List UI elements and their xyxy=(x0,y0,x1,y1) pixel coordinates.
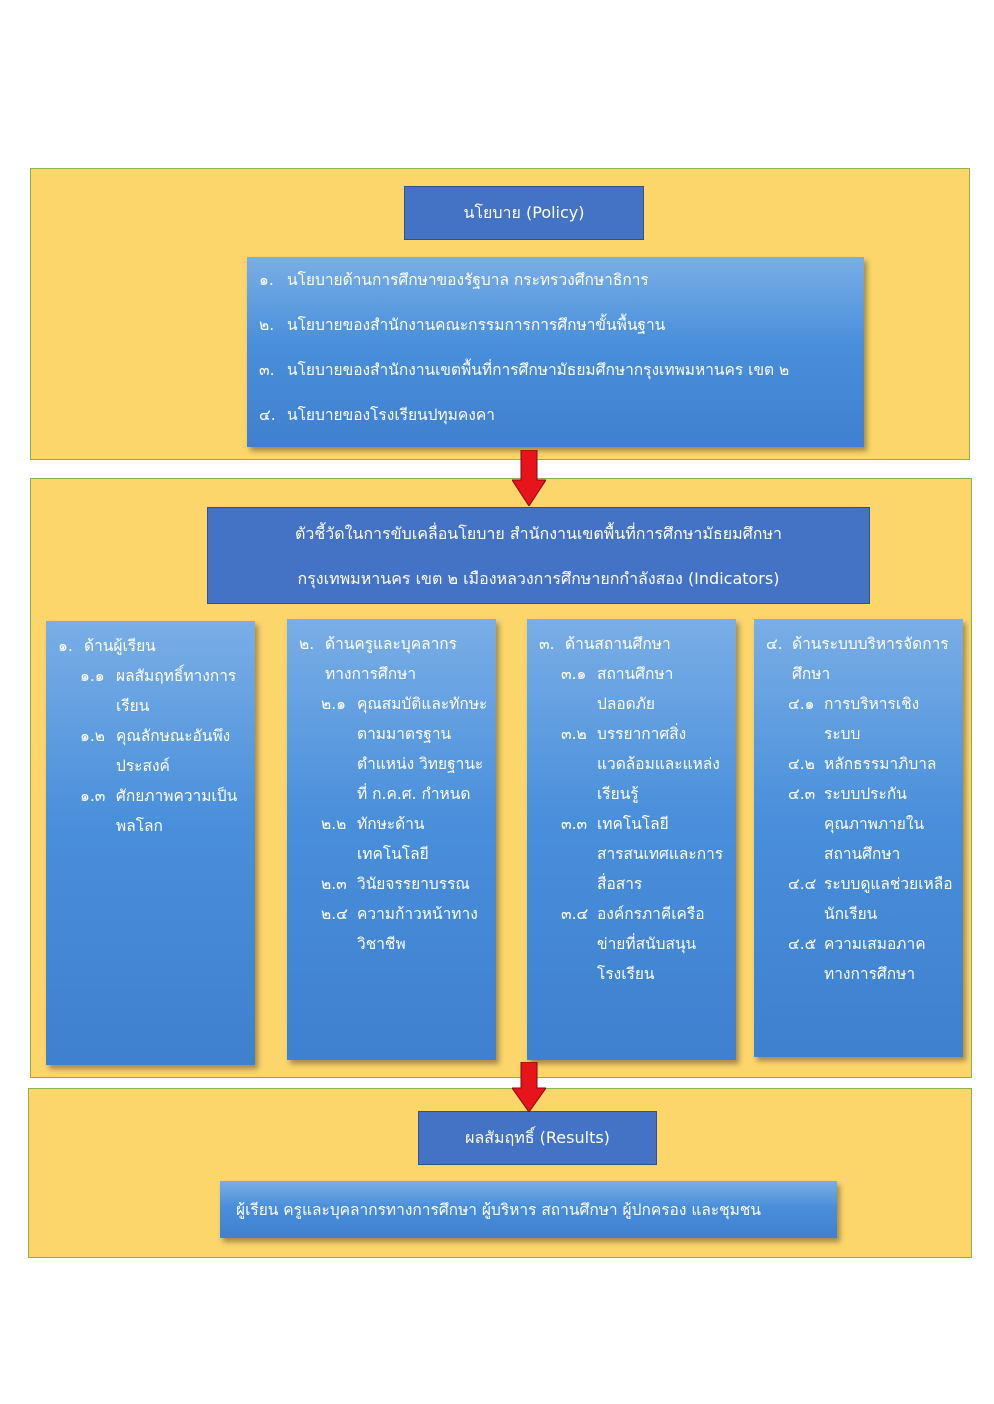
indicator-heading: ๑. ด้านผู้เรียน xyxy=(58,637,156,655)
results-title: ผลสัมฤทธิ์ (Results) xyxy=(465,1127,610,1147)
indicator-subitem: ๑.๓ศักยภาพความเป็นพลโลก xyxy=(80,787,238,835)
results-title-box: ผลสัมฤทธิ์ (Results) xyxy=(418,1111,657,1165)
indicator-column-1: ๑. ด้านผู้เรียน ๑.๑ผลสัมฤทธิ์ทางการเรียน… xyxy=(46,621,255,1065)
down-arrow-icon xyxy=(512,450,546,506)
indicator-subitem: ๒.๔ความก้าวหน้าทางวิชาชีพ xyxy=(321,905,478,953)
results-text: ผู้เรียน ครูและบุคลากรทางการศึกษา ผู้บริ… xyxy=(236,1201,762,1219)
indicator-subitem: ๑.๑ผลสัมฤทธิ์ทางการเรียน xyxy=(80,667,237,715)
down-arrow-icon xyxy=(512,1062,546,1112)
indicator-column-3: ๓. ด้านสถานศึกษา ๓.๑สถานศึกษาปลอดภัย ๓.๒… xyxy=(527,619,736,1060)
indicator-heading: ๓. ด้านสถานศึกษา xyxy=(539,635,671,653)
indicator-column-4: ๔. ด้านระบบบริหารจัดการศึกษา ๔.๑การบริหา… xyxy=(754,619,963,1057)
indicator-column-2: ๒. ด้านครูและบุคลากรทางการศึกษา ๒.๑คุณสม… xyxy=(287,619,496,1060)
policy-item: ๒.นโยบายของสำนักงานคณะกรรมการการศึกษาขั้… xyxy=(259,316,666,334)
indicator-subitem: ๓.๑สถานศึกษาปลอดภัย xyxy=(561,665,674,713)
indicator-subitem: ๔.๑การบริหารเชิงระบบ xyxy=(788,695,920,743)
indicator-subitem: ๔.๒หลักธรรมาภิบาล xyxy=(788,755,937,773)
indicator-subitem: ๓.๔องค์กรภาคีเครือข่ายที่สนับสนุนโรงเรีย… xyxy=(561,905,705,983)
policy-item: ๔.นโยบายของโรงเรียนปทุมคงคา xyxy=(259,406,495,424)
policy-item: ๓.นโยบายของสำนักงานเขตพื้นที่การศึกษามัธ… xyxy=(259,361,790,379)
indicator-subitem: ๒.๑คุณสมบัติและทักษะตามมาตรฐานตำแหน่ง วิ… xyxy=(321,695,488,803)
indicators-title-line1: ตัวชี้วัดในการขับเคลื่อนโยบาย สำนักงานเข… xyxy=(295,523,782,543)
policy-title-box: นโยบาย (Policy) xyxy=(404,186,644,240)
indicator-subitem: ๒.๓วินัยจรรยาบรรณ xyxy=(321,875,470,893)
policy-title: นโยบาย (Policy) xyxy=(463,202,585,222)
indicator-subitem: ๔.๕ความเสมอภาคทางการศึกษา xyxy=(788,935,926,983)
indicator-subitem: ๔.๓ระบบประกันคุณภาพภายในสถานศึกษา xyxy=(788,785,925,863)
indicators-title-box: ตัวชี้วัดในการขับเคลื่อนโยบาย สำนักงานเข… xyxy=(207,507,870,604)
indicators-title-line2: กรุงเทพมหานคร เขต ๒ เมืองหลวงการศึกษายกก… xyxy=(297,568,780,588)
indicator-subitem: ๔.๔ระบบดูแลช่วยเหลือนักเรียน xyxy=(788,875,953,923)
policy-list: ๑.นโยบายด้านการศึกษาของรัฐบาล กระทรวงศึก… xyxy=(247,257,864,449)
indicator-subitem: ๑.๒คุณลักษณะอันพึงประสงค์ xyxy=(80,727,231,775)
indicator-heading: ๒. ด้านครูและบุคลากรทางการศึกษา xyxy=(299,635,457,683)
indicator-subitem: ๒.๒ทักษะด้านเทคโนโลยี xyxy=(321,815,429,863)
indicator-subitem: ๓.๓เทคโนโลยีสารสนเทศและการสื่อสาร xyxy=(561,815,724,893)
indicator-subitem: ๓.๒บรรยากาศสิ่งแวดล้อมและแหล่งเรียนรู้ xyxy=(561,725,720,803)
results-box: ผู้เรียน ครูและบุคลากรทางการศึกษา ผู้บริ… xyxy=(220,1181,837,1238)
policy-item: ๑.นโยบายด้านการศึกษาของรัฐบาล กระทรวงศึก… xyxy=(259,271,649,289)
policy-list-box: ๑.นโยบายด้านการศึกษาของรัฐบาล กระทรวงศึก… xyxy=(247,257,864,447)
indicator-heading: ๔. ด้านระบบบริหารจัดการศึกษา xyxy=(766,635,949,683)
